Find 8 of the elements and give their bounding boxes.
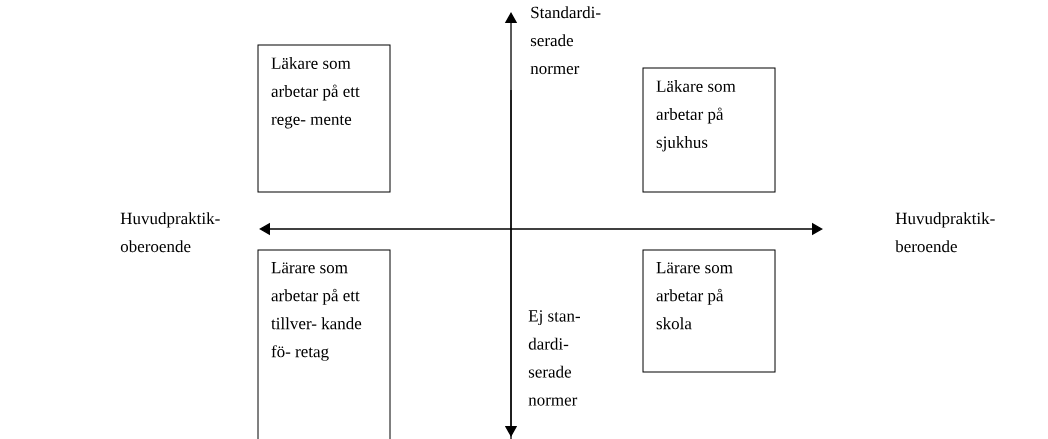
text-box: Lärare som arbetar på skola xyxy=(642,249,776,373)
axis-label: Huvudpraktik- beroende xyxy=(895,212,1006,253)
text-box: Lärare som arbetar på ett tillver- kande fö- retag xyxy=(257,249,391,439)
text-box: Läkare som arbetar på ett rege- mente xyxy=(257,44,391,193)
axis-label: Ej stan- dardi- serade normer xyxy=(528,310,595,406)
axis-label: Huvudpraktik- oberoende xyxy=(120,212,231,253)
axis-label: Standardi- serade normer xyxy=(530,6,616,75)
text-box: Läkare som arbetar på sjukhus xyxy=(642,67,776,193)
